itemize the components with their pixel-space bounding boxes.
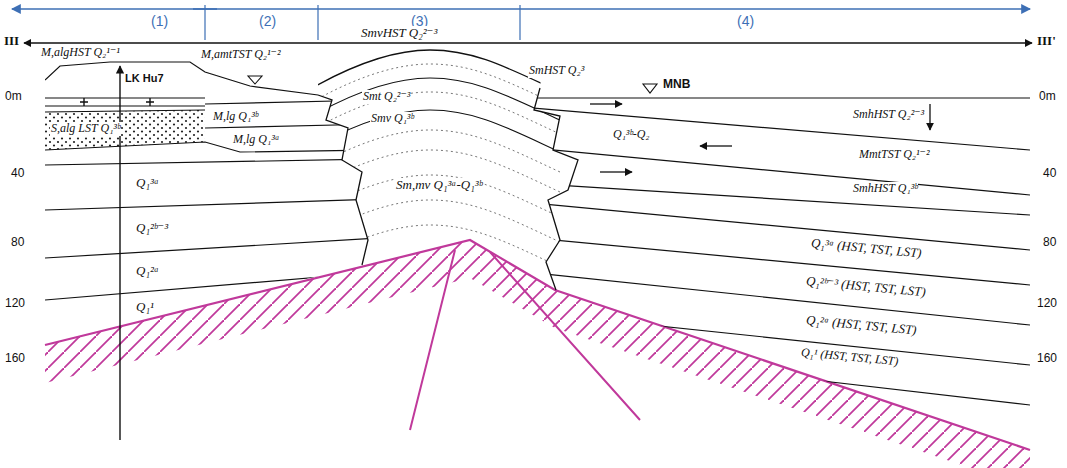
depth-value: 120 [1036, 297, 1058, 311]
right-strata [520, 183, 1030, 215]
formation-label: SmhHST Q₁³ᵇ [852, 182, 918, 196]
dome-strata [300, 200, 560, 245]
water-level [643, 84, 657, 93]
right-strata [520, 346, 1030, 405]
formation-label: Sm,mv Q₁³ᵃ-Q₁³ᵇ [395, 178, 483, 193]
formation-label: M,algHST Q₂¹⁻¹ [40, 46, 121, 60]
formation-label: Q₁²ᵇ⁻³ [135, 221, 169, 236]
flow-arrow [700, 145, 732, 146]
water-level [248, 76, 262, 84]
dome-strata [300, 110, 560, 155]
flow-arrow [600, 171, 632, 172]
formation-label: Q₁²ᵇ⁻³ (HST, TST, LST) [804, 274, 927, 300]
profile-end-label: III' [1036, 34, 1057, 49]
dome-strata [300, 92, 560, 137]
depth-value: 80 [1042, 236, 1057, 250]
left-strata [45, 272, 380, 300]
site-label: LK Hu7 [124, 72, 165, 85]
bedrock-hatching [45, 240, 1030, 468]
formation-label: M,lg Q₁³ᵃ [232, 133, 281, 147]
profile-end-label: III [3, 34, 20, 49]
left-strata [45, 159, 380, 165]
water-level [248, 76, 657, 93]
formation-label: SmhHST Q₂²⁻³ [852, 108, 925, 122]
right-strata [520, 311, 1030, 365]
dome-strata [300, 78, 560, 123]
formation-label: M,lg Q₁³ᵇ [212, 110, 259, 124]
dome-strata [300, 50, 560, 270]
facies-boundary [318, 95, 368, 265]
formation-label: Smv Q₁³ᵇ [370, 112, 415, 126]
depth-value: 40 [1042, 167, 1057, 181]
formation-label: S,alg LST Q₁³ᵇ [50, 122, 121, 136]
section-ruler [12, 5, 1030, 40]
left-strata [45, 199, 380, 210]
left-strata [45, 62, 318, 95]
flow-arrow [929, 104, 930, 130]
depth-value: 0m [4, 90, 23, 104]
dome-strata [300, 130, 560, 175]
dome-strata [300, 50, 560, 95]
left-strata [45, 97, 205, 98]
flow-arrow [590, 104, 930, 172]
dome-strata [300, 175, 560, 220]
section-number: (1) [150, 13, 169, 29]
formation-label: Q₁²ᵃ (HST, TST, LST) [804, 313, 918, 339]
section-ruler [12, 8, 1030, 9]
depth-value: 40 [10, 167, 25, 181]
right-strata [520, 202, 1030, 250]
right-strata [520, 237, 1030, 285]
left-strata [45, 238, 380, 258]
formation-label: Smt Q₂²⁻³ [362, 90, 411, 104]
profile-line [24, 42, 1032, 43]
right-strata [520, 271, 1030, 325]
formation-label: Q₁²ᵃ [135, 264, 160, 279]
depth-value: 120 [4, 297, 26, 311]
formation-label: M,amtTST Q₂¹⁻² [200, 48, 282, 62]
right-strata [520, 97, 1030, 98]
facies-boundary [318, 88, 578, 290]
section-number: (2) [258, 13, 277, 29]
formation-label: Q₁³ᵃ (HST, TST, LST) [809, 236, 923, 262]
left-strata [45, 142, 380, 152]
right-strata [520, 98, 1030, 405]
formation-label: SmvHST Q₂²⁻³ [360, 26, 438, 41]
right-strata [520, 107, 1030, 150]
sand-lens [45, 110, 205, 150]
facies-boundary [534, 88, 578, 290]
dome-strata [300, 150, 560, 195]
profile-line [24, 43, 1032, 44]
section-ruler [205, 5, 520, 40]
formation-label: MmtTST Q₂¹⁻² [858, 148, 931, 162]
borehole [80, 98, 154, 106]
formation-label: Q₁³ᵃ [135, 176, 160, 191]
depth-value: 160 [1036, 352, 1058, 366]
depth-value: 160 [4, 352, 26, 366]
sand-lens [45, 110, 205, 150]
section-ruler [193, 8, 217, 9]
formation-label: SmHST Q₂³ [528, 64, 585, 78]
site-label: MNB [662, 78, 691, 92]
left-strata [205, 100, 380, 104]
bedrock-hatching [410, 250, 640, 430]
section-number: (4) [736, 13, 755, 29]
left-strata [45, 105, 205, 106]
bedrock-hatching [45, 240, 1030, 468]
formation-label: Q₁¹ [135, 300, 155, 315]
left-strata [45, 110, 205, 112]
flow-arrow [590, 103, 622, 104]
formation-label: Q₁³ᵇ-Q₂ [612, 128, 651, 142]
dome-strata [300, 225, 560, 270]
depth-value: 0m [1038, 90, 1057, 104]
left-strata [45, 62, 380, 300]
depth-value: 80 [10, 236, 25, 250]
